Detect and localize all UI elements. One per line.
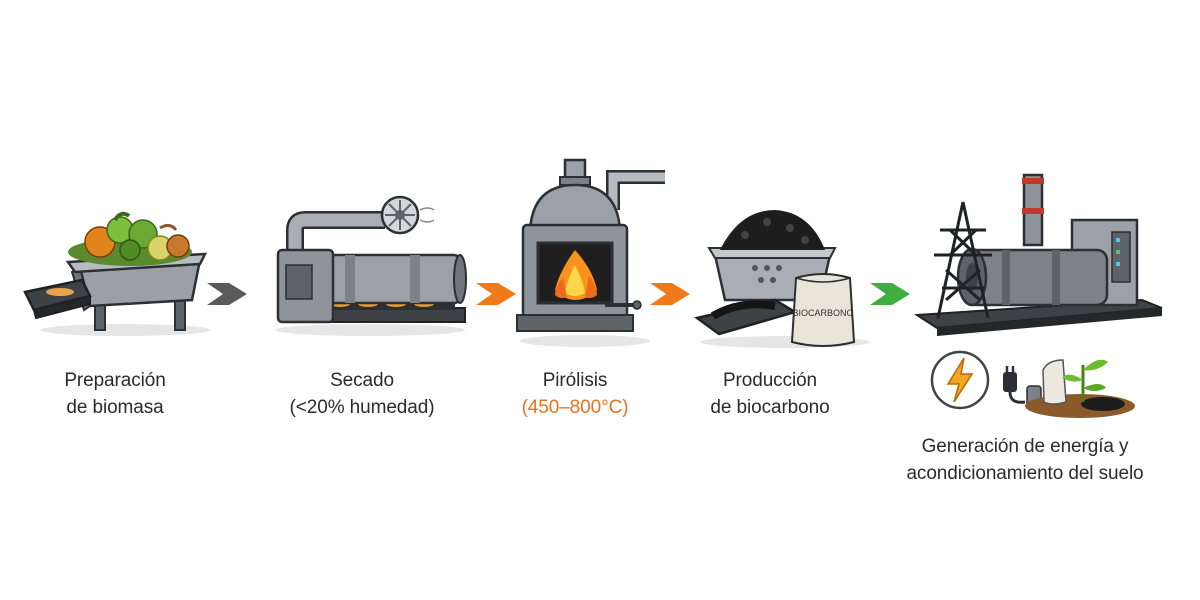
rotary-dryer-icon bbox=[275, 195, 467, 336]
lightning-bolt-icon bbox=[930, 350, 990, 410]
power-plant-icon bbox=[913, 173, 1163, 336]
step-label-drying: Secado (<20% humedad) bbox=[289, 370, 435, 418]
pyrolysis-reactor-icon bbox=[516, 158, 665, 347]
arrow-4 bbox=[870, 283, 910, 305]
arrow-1 bbox=[207, 283, 247, 305]
biochar-hopper-icon bbox=[694, 210, 870, 348]
sapling-in-soil-icon bbox=[1025, 359, 1135, 418]
step-label-biochar: Producción de biocarbono bbox=[710, 370, 830, 418]
arrow-2 bbox=[476, 283, 516, 305]
arrow-3 bbox=[650, 283, 690, 305]
step-label-pyrolysis: Pirólisis (450–800°C) bbox=[521, 370, 629, 418]
biochar-bag-icon: BIOCARBONO bbox=[790, 273, 856, 347]
biomass-hopper-icon bbox=[23, 211, 210, 336]
bag-label: BIOCARBONO bbox=[792, 308, 853, 318]
step-label-prep: Preparación de biomasa bbox=[64, 370, 166, 418]
step-label-energy: Generación de energía y acondicionamient… bbox=[906, 436, 1144, 484]
transmission-tower-icon bbox=[934, 201, 992, 319]
